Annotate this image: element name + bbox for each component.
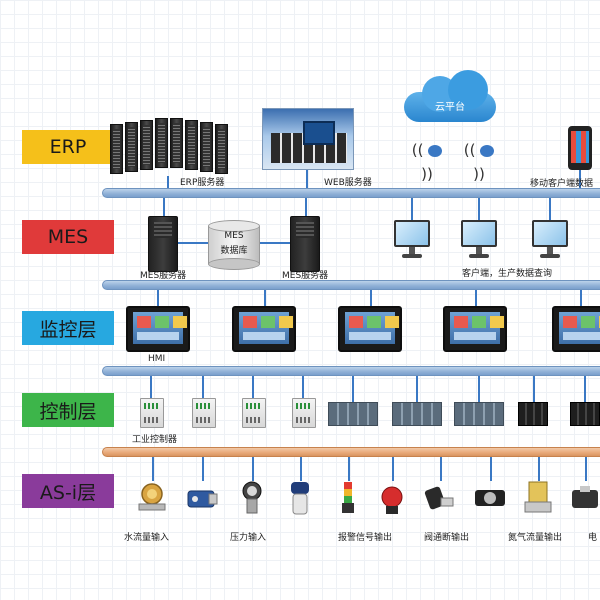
hmi-panel-4 bbox=[443, 306, 507, 352]
plc-rack-2 bbox=[392, 402, 442, 426]
link-hmi-5 bbox=[580, 290, 582, 306]
caption-mes-server-1: MES服务器 bbox=[140, 271, 187, 281]
link-plc-rack-1 bbox=[352, 376, 354, 402]
caption-clients: 客户端，生产数据查询 bbox=[462, 269, 553, 279]
wifi-icon: (( )) bbox=[410, 138, 444, 183]
link-sensor-4 bbox=[300, 457, 302, 481]
caption-web-server: WEB服务器 bbox=[324, 178, 372, 188]
link-ctrl-2 bbox=[202, 376, 204, 398]
solenoid-valve-icon bbox=[475, 490, 505, 506]
caption-valve: 阀通断输出 bbox=[424, 533, 470, 543]
wifi-icon: (( )) bbox=[462, 138, 496, 183]
caption-mes-server-2: MES服务器 bbox=[282, 271, 329, 281]
alarm-button-icon bbox=[381, 486, 403, 514]
link-mes-server-2 bbox=[305, 198, 307, 218]
database-label-line2: 数据库 bbox=[220, 246, 248, 256]
caption-alarm: 报警信号输出 bbox=[338, 533, 393, 543]
level-label-asi: AS-i层 bbox=[22, 474, 114, 508]
link-client-1 bbox=[411, 198, 413, 220]
link-hmi-1 bbox=[157, 290, 159, 306]
link-plc-rack-2 bbox=[416, 376, 418, 402]
sensor-icon bbox=[187, 490, 218, 508]
link-nitrogen bbox=[538, 457, 540, 481]
link-hmi-4 bbox=[475, 290, 477, 306]
link-solenoid bbox=[490, 457, 492, 481]
mes-server-2 bbox=[290, 216, 320, 272]
cloud-icon bbox=[404, 70, 496, 124]
industrial-controller-1 bbox=[140, 398, 164, 428]
link-alarm bbox=[392, 457, 394, 481]
link-client-2 bbox=[478, 198, 480, 220]
bus-erp bbox=[102, 188, 600, 198]
caption-last-partial: 电 bbox=[588, 533, 598, 543]
link-plc-rack-3 bbox=[478, 376, 480, 402]
link-motor bbox=[585, 457, 587, 481]
link-web-server bbox=[306, 170, 308, 188]
link-erp-server bbox=[167, 176, 169, 188]
client-monitor-2 bbox=[461, 220, 497, 260]
plc-rack-1 bbox=[328, 402, 378, 426]
web-server-image bbox=[262, 108, 354, 170]
link-pressure bbox=[252, 457, 254, 481]
hmi-panel-2 bbox=[232, 306, 296, 352]
hmi-panel-5 bbox=[552, 306, 600, 352]
link-mes-server-1 bbox=[163, 198, 165, 218]
plc-dark-2 bbox=[570, 402, 600, 426]
link-plc-dark-1 bbox=[533, 376, 535, 402]
industrial-controller-3 bbox=[242, 398, 266, 428]
stack-light-icon bbox=[342, 482, 354, 513]
bus-mes bbox=[102, 280, 600, 290]
erp-server-rack bbox=[110, 118, 230, 174]
link-ctrl-3 bbox=[252, 376, 254, 398]
link-stack-light bbox=[348, 457, 350, 481]
link-db-left bbox=[178, 242, 208, 244]
nitrogen-flow-icon bbox=[524, 481, 552, 513]
caption-water-flow: 水流量输入 bbox=[124, 533, 170, 543]
smartphone-icon bbox=[568, 126, 592, 170]
link-valve bbox=[440, 457, 442, 481]
hmi-panel-3 bbox=[338, 306, 402, 352]
link-sensor-2 bbox=[202, 457, 204, 481]
motor-icon bbox=[572, 486, 598, 508]
pressure-sensor-icon bbox=[242, 481, 262, 514]
caption-nitrogen: 氮气流量输出 bbox=[508, 533, 563, 543]
caption-hmi: HMI bbox=[148, 354, 166, 364]
caption-mobile: 移动客户端数据 bbox=[530, 179, 594, 189]
database-label-line1: MES bbox=[224, 231, 244, 241]
cloud-label: 云平台 bbox=[435, 102, 465, 113]
link-hmi-3 bbox=[370, 290, 372, 306]
link-plc-dark-2 bbox=[584, 376, 586, 402]
client-monitor-1 bbox=[394, 220, 430, 260]
plc-rack-3 bbox=[454, 402, 504, 426]
industrial-controller-2 bbox=[192, 398, 216, 428]
link-hmi-2 bbox=[264, 290, 266, 306]
link-ctrl-1 bbox=[150, 376, 152, 398]
valve-actuator-icon bbox=[424, 486, 454, 510]
link-client-3 bbox=[549, 198, 551, 220]
plc-dark-1 bbox=[518, 402, 548, 426]
bus-control bbox=[102, 447, 600, 457]
level-sensor-icon bbox=[291, 482, 309, 515]
client-monitor-3 bbox=[532, 220, 568, 260]
hmi-panel-1 bbox=[126, 306, 190, 352]
mes-server-1 bbox=[148, 216, 178, 272]
level-label-monitor: 监控层 bbox=[22, 311, 114, 345]
water-flow-sensor-icon bbox=[138, 483, 166, 511]
link-ctrl-4 bbox=[302, 376, 304, 398]
level-label-control: 控制层 bbox=[22, 393, 114, 427]
level-label-erp: ERP bbox=[22, 130, 114, 164]
link-water-flow bbox=[152, 457, 154, 481]
link-mobile bbox=[579, 170, 581, 188]
caption-pressure: 压力输入 bbox=[230, 533, 267, 543]
caption-industrial-controller: 工业控制器 bbox=[132, 435, 178, 445]
level-label-mes: MES bbox=[22, 220, 114, 254]
bus-monitor bbox=[102, 366, 600, 376]
caption-erp-server: ERP服务器 bbox=[180, 178, 225, 188]
industrial-controller-4 bbox=[292, 398, 316, 428]
database-icon bbox=[208, 220, 260, 270]
link-db-right bbox=[260, 242, 290, 244]
